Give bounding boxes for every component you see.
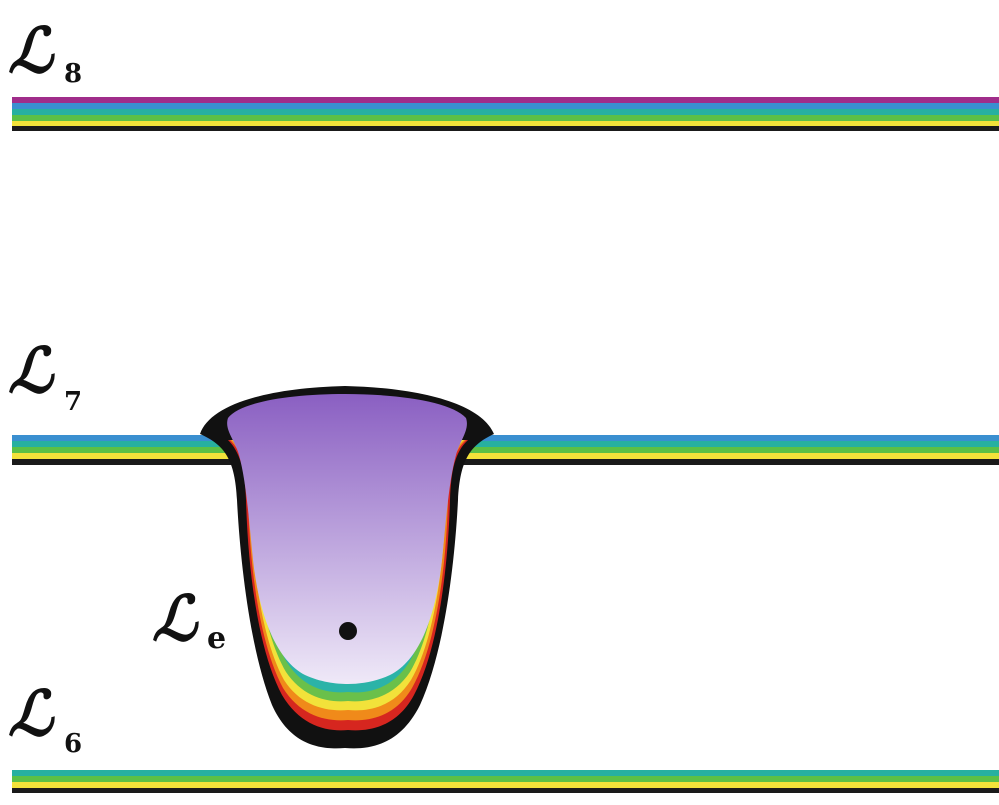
svg-text:8: 8	[64, 59, 82, 89]
layer-l7-band	[12, 435, 999, 465]
label-l8: ℒ 8	[8, 14, 82, 89]
svg-text:6: 6	[64, 729, 82, 759]
svg-text:7: 7	[64, 387, 82, 417]
label-le: ℒ e	[152, 582, 226, 656]
svg-text:ℒ: ℒ	[8, 334, 55, 407]
label-l6: ℒ 6	[8, 677, 82, 759]
svg-text:ℒ: ℒ	[152, 582, 199, 655]
layer-l6-band	[12, 770, 999, 793]
center-point	[339, 622, 357, 640]
svg-text:ℒ: ℒ	[8, 677, 55, 750]
svg-text:ℒ: ℒ	[8, 14, 55, 87]
svg-text:e: e	[207, 621, 226, 656]
bulb-le	[200, 386, 494, 748]
layer-l8-band	[12, 97, 999, 131]
label-l7: ℒ 7	[8, 334, 82, 417]
